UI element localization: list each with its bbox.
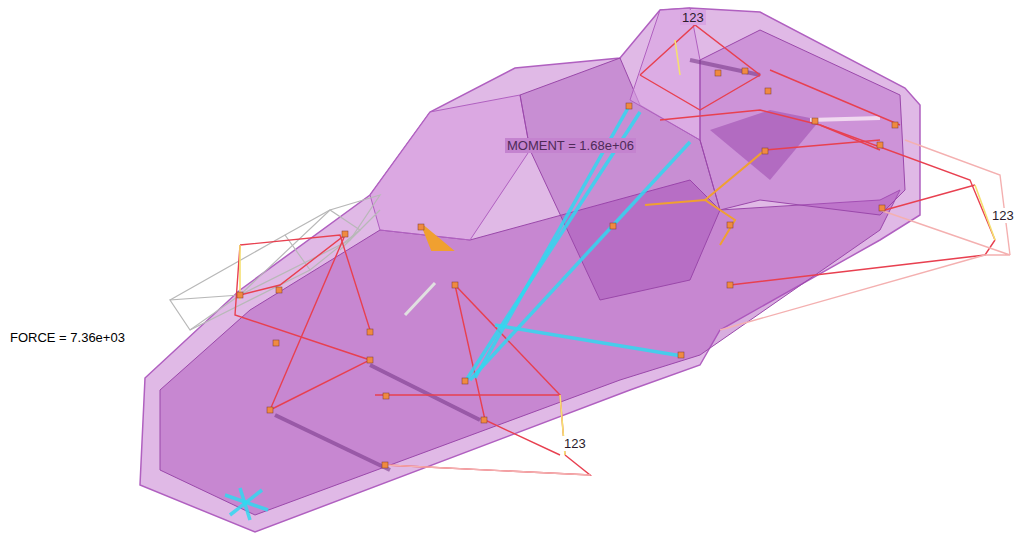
- rail: [275, 415, 390, 470]
- node-markers: [237, 68, 898, 468]
- rail: [810, 118, 880, 120]
- rail: [405, 283, 435, 315]
- constraint-code: 123: [680, 10, 706, 25]
- force-label: FORCE = 7.36e+03: [8, 330, 127, 345]
- body-shell: [140, 8, 920, 532]
- floor-panel: [160, 180, 900, 515]
- cockpit-panel: [370, 95, 530, 240]
- rear-box: [700, 30, 905, 215]
- suspension-links-back: [385, 140, 1010, 475]
- suspension-links: [235, 25, 995, 475]
- force-arrow: [170, 195, 380, 330]
- constraint-code: 123: [562, 436, 588, 451]
- rail: [370, 365, 480, 420]
- constraint-code: 123: [990, 208, 1016, 223]
- rocker: [422, 150, 765, 250]
- rigid-elements: [225, 108, 690, 520]
- moment-label: MOMENT = 1.68e+06: [505, 138, 636, 153]
- uprights: [240, 40, 995, 455]
